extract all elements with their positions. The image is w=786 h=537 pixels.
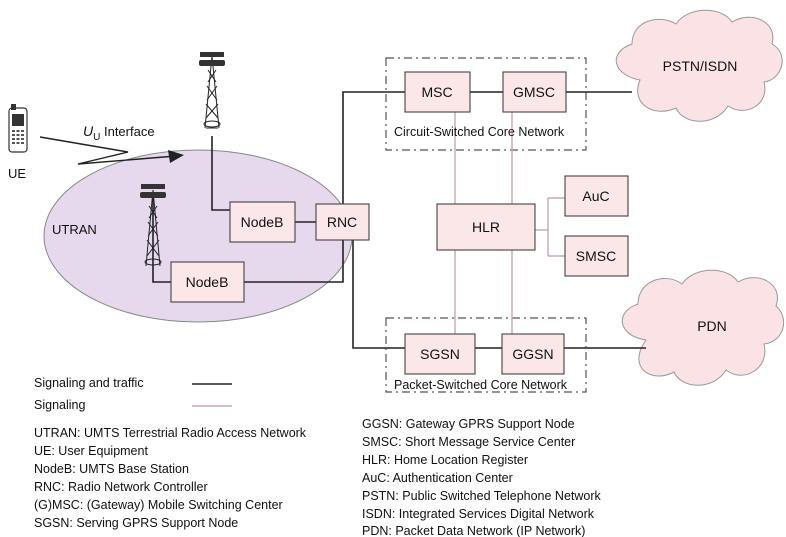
glossary-item: SGSN: Serving GPRS Support Node xyxy=(34,516,238,530)
uu-main: U xyxy=(83,123,94,139)
pstn-label: PSTN/ISDN xyxy=(663,58,738,74)
uu-interface-label: UU Interface xyxy=(83,123,155,143)
ggsn-box xyxy=(501,333,565,375)
pdn-label: PDN xyxy=(697,318,727,334)
glossary-item: (G)MSC: (Gateway) Mobile Switching Cente… xyxy=(34,498,283,512)
pstn-cloud xyxy=(615,9,783,122)
hlr-box xyxy=(436,203,536,251)
cs-core-region xyxy=(385,57,587,151)
gmsc-box xyxy=(502,71,567,113)
uu-rest: Interface xyxy=(100,124,154,139)
sgsn-label: SGSN xyxy=(420,346,460,362)
cs-core-label: Circuit-Switched Core Network xyxy=(394,125,565,139)
glossary-item: UTRAN: UMTS Terrestrial Radio Access Net… xyxy=(34,426,307,440)
nodeb-upper-label: NodeB xyxy=(241,214,284,230)
uu-sub: U xyxy=(93,132,100,143)
ggsn-label: GGSN xyxy=(512,346,553,362)
traffic-lines xyxy=(152,91,646,349)
glossary-left: UTRAN: UMTS Terrestrial Radio Access Net… xyxy=(34,426,307,530)
rnc-box xyxy=(315,203,370,241)
antenna-tower-icon xyxy=(203,55,221,129)
legend-signaling-label: Signaling xyxy=(34,398,85,412)
glossary-item: RNC: Radio Network Controller xyxy=(34,480,208,494)
radio-link-arrowhead xyxy=(168,150,184,163)
smsc-box xyxy=(564,235,629,277)
glossary-item: AuC: Authentication Center xyxy=(362,471,513,485)
ps-core-label: Packet-Switched Core Network xyxy=(394,378,568,392)
nodeb-upper-box xyxy=(229,201,296,243)
glossary-right: GGSN: Gateway GPRS Support Node SMSC: Sh… xyxy=(362,417,602,537)
sgsn-box xyxy=(404,333,476,375)
glossary-item: GGSN: Gateway GPRS Support Node xyxy=(362,417,575,431)
antenna-tower-icon xyxy=(140,184,166,198)
radio-link-icon xyxy=(39,136,177,165)
antenna-tower-icon xyxy=(144,189,162,267)
glossary-item: PSTN: Public Switched Telephone Network xyxy=(362,489,602,503)
antenna-tower-icon xyxy=(199,52,225,66)
smsc-label: SMSC xyxy=(576,248,616,264)
glossary-item: ISDN: Integrated Services Digital Networ… xyxy=(362,507,595,521)
glossary-item: PDN: Packet Data Network (IP Network) xyxy=(362,524,585,537)
msc-box xyxy=(404,71,471,113)
utran-label: UTRAN xyxy=(52,222,97,237)
auc-box xyxy=(564,175,629,217)
glossary-item: HLR: Home Location Register xyxy=(362,453,528,467)
nodeb-lower-box xyxy=(170,261,245,303)
hlr-label: HLR xyxy=(472,219,500,235)
ue-label: UE xyxy=(8,166,26,181)
ps-core-region xyxy=(385,317,587,393)
auc-label: AuC xyxy=(582,188,609,204)
msc-label: MSC xyxy=(421,84,452,100)
glossary-item: SMSC: Short Message Service Center xyxy=(362,435,575,449)
gmsc-label: GMSC xyxy=(513,84,555,100)
pdn-cloud xyxy=(621,269,785,386)
rnc-label: RNC xyxy=(327,214,357,230)
mobile-phone-icon xyxy=(8,104,28,153)
nodeb-lower-label: NodeB xyxy=(186,274,229,290)
glossary-item: UE: User Equipment xyxy=(34,444,148,458)
legend-signaling-traffic-label: Signaling and traffic xyxy=(34,376,144,390)
glossary-item: NodeB: UMTS Base Station xyxy=(34,462,189,476)
